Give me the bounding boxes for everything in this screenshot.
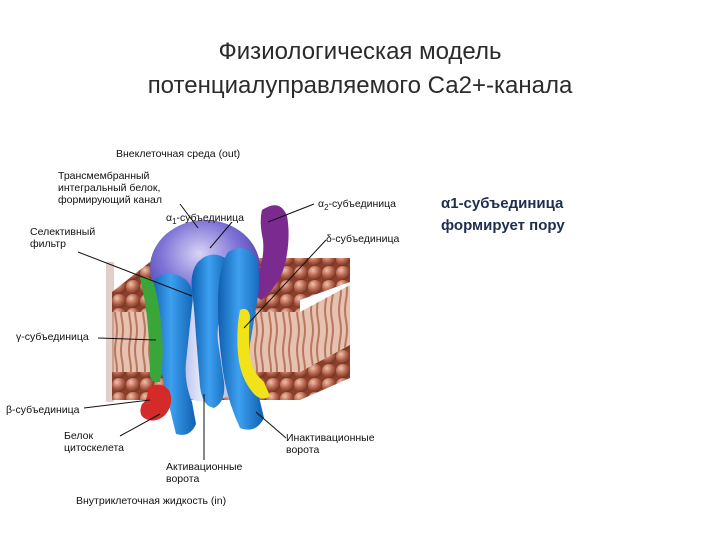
label-activation-line-1: Активационные	[166, 461, 243, 473]
leader-selective-filter	[77, 251, 193, 297]
label-extracellular: Внеклеточная среда (out)	[116, 148, 241, 160]
leader-lines	[77, 203, 327, 460]
leader-alpha1	[209, 221, 233, 249]
label-cytoskeleton-line-1: Белок	[64, 430, 94, 442]
label-selective-line-2: фильтр	[30, 238, 66, 250]
side-note: α1-субъединица формирует пору	[441, 193, 565, 237]
leader-delta	[243, 239, 327, 329]
label-alpha2-prefix: α	[318, 198, 325, 210]
leader-cytoskeleton	[119, 413, 161, 437]
label-cytoskeleton: Белок цитоскелета	[64, 430, 124, 454]
leader-gamma	[97, 337, 157, 341]
slide-title-line-1: Физиологическая модель	[218, 38, 502, 65]
leader-alpha2	[267, 203, 315, 223]
label-transmembrane-protein: Трансмембранный интегральный белок, форм…	[58, 170, 162, 206]
side-note-line-1: α1-субъединица	[441, 195, 564, 212]
beta-subunit	[140, 384, 172, 421]
label-cytoskeleton-line-2: цитоскелета	[64, 442, 125, 454]
label-alpha1-rest: -субъединица	[176, 212, 244, 224]
leader-inactivation-gate	[255, 411, 287, 439]
label-alpha2: α2-субъединица	[318, 198, 396, 214]
label-selective-line-1: Селективный	[30, 226, 96, 238]
label-alpha1: α1-субъединица	[166, 212, 244, 228]
label-alpha1-sub: 1	[172, 217, 177, 227]
gamma-subunit	[140, 276, 163, 383]
alpha1-left-column	[150, 273, 196, 435]
label-inactivation-line-1: Инактивационные	[286, 432, 375, 444]
label-inactivation-line-2: ворота	[286, 444, 320, 456]
label-inactivation-gate: Инактивационные ворота	[286, 432, 375, 456]
alpha2-subunit	[253, 205, 289, 300]
label-transmembrane-line-2: интегральный белок,	[58, 182, 161, 194]
label-intracellular: Внутриклеточная жидкость (in)	[76, 495, 227, 507]
leader-beta	[83, 399, 151, 409]
delta-subunit	[237, 308, 270, 399]
label-delta: δ-субъединица	[326, 233, 400, 245]
label-beta: β-субъединица	[6, 404, 80, 416]
label-activation-line-2: ворота	[166, 473, 200, 485]
label-alpha1-prefix: α	[166, 212, 173, 224]
label-activation-gate: Активационные ворота	[166, 461, 242, 485]
label-gamma: γ-субъединица	[16, 331, 89, 343]
label-alpha2-rest: -субъединица	[328, 198, 396, 210]
leader-transmembrane	[179, 203, 199, 229]
side-note-line-2: формирует пору	[441, 217, 565, 234]
label-transmembrane-line-1: Трансмембранный	[58, 170, 150, 182]
slide-title-line-2: потенциалуправляемого Са2+-канала	[147, 72, 573, 99]
label-alpha2-sub: 2	[324, 203, 329, 213]
label-transmembrane-line-3: формирующий канал	[58, 194, 162, 206]
label-selective-filter: Селективный фильтр	[30, 226, 95, 250]
